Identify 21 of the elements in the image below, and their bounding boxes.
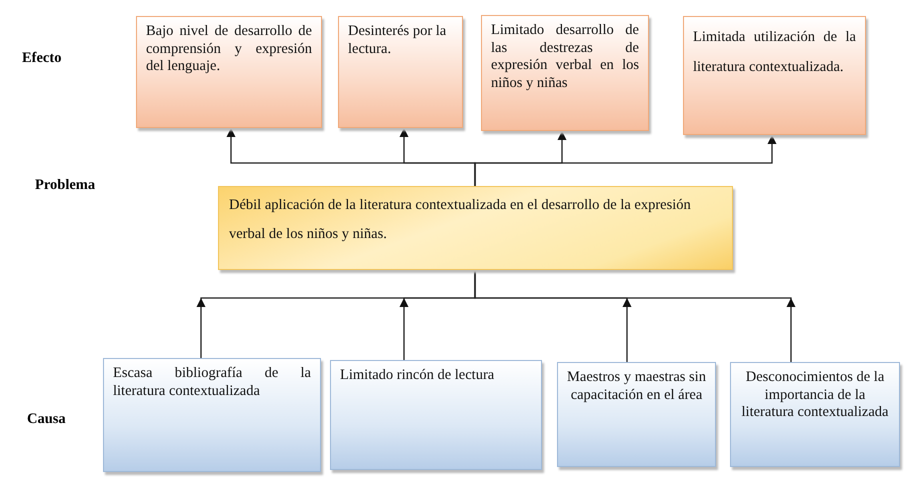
box-text: Limitada utilización de la literatura contextualizada.	[693, 28, 856, 77]
box-text: Limitado rincón de lectura	[340, 367, 496, 385]
cause-box	[330, 360, 542, 470]
row-label: Efecto	[22, 50, 62, 67]
row-label: Causa	[27, 411, 66, 428]
box-text: Débil aplicación de la literatura contextualizada en el desarrollo de la expresión verbal de los niños y niñas.	[229, 196, 692, 244]
box-text: Desinterés por la lectura.	[348, 23, 448, 58]
effect-box	[136, 16, 322, 128]
effect-box	[683, 16, 866, 135]
box-text: Bajo nivel de desarrollo de comprensión y expresión del lenguaje.	[146, 23, 312, 76]
cause-box	[730, 362, 900, 467]
problem-box	[218, 186, 733, 270]
box-text: Limitado desarrollo de las destrezas de expresión verbal en los niños y niñas	[491, 22, 639, 93]
row-label: Problema	[35, 177, 96, 194]
box-text: Maestros y maestras sin capacitación en el área	[567, 369, 706, 404]
cause-box	[557, 362, 716, 467]
effect-box	[481, 15, 649, 131]
effect-box	[338, 16, 463, 128]
box-text: Escasa bibliografía de la literatura contextualizada	[113, 365, 311, 400]
cause-box	[103, 358, 321, 472]
box-text: Desconocimientos de la importancia de la literatura contextualizada	[740, 369, 890, 422]
